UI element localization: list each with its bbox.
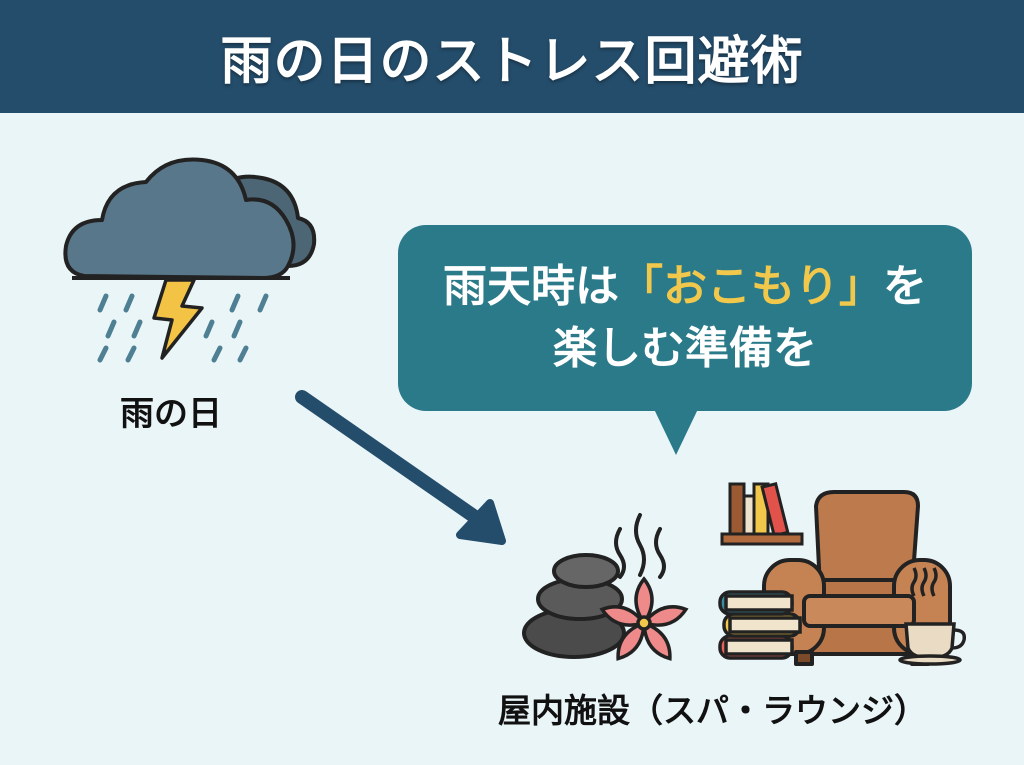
rainy-day-label: 雨の日 — [120, 394, 222, 434]
book-stack-icon — [718, 590, 802, 660]
title-banner: 雨の日のストレス回避術 — [0, 0, 1024, 113]
bubble-line-1: 雨天時は「おこもり」を — [443, 256, 927, 318]
indoor-facility-label: 屋内施設（スパ・ラウンジ） — [498, 691, 927, 730]
steam-icon — [614, 513, 666, 579]
bookshelf-icon — [720, 481, 804, 546]
page-title: 雨の日のストレス回避術 — [220, 32, 804, 92]
bubble-text-suffix: を — [883, 261, 927, 312]
speech-bubble: 雨天時は「おこもり」を 楽しむ準備を — [398, 225, 972, 411]
bubble-highlight: 「おこもり」 — [619, 261, 883, 312]
arrow-down-right-icon — [295, 390, 506, 545]
speech-bubble-tail — [654, 409, 698, 455]
bubble-text-prefix: 雨天時は — [443, 261, 619, 312]
coffee-cup-icon — [898, 567, 966, 666]
flower-icon — [599, 576, 689, 661]
thunder-rain-cloud-icon — [63, 157, 317, 363]
bubble-line-2: 楽しむ準備を — [553, 323, 817, 374]
armchair-icon — [718, 490, 966, 666]
spa-stones-icon — [522, 513, 689, 661]
